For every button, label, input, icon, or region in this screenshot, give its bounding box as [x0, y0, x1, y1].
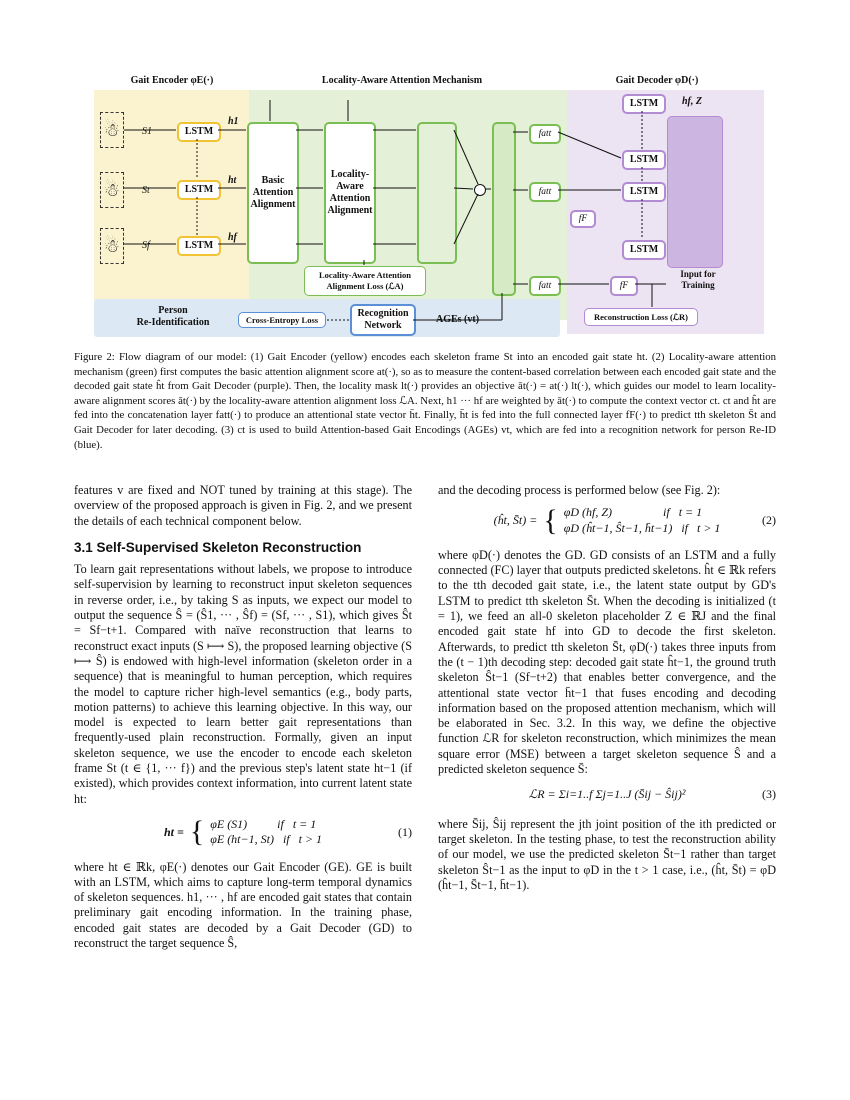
input-label-sf: Sf — [142, 240, 150, 251]
h-label-t: ht — [228, 175, 237, 186]
input-label-s1: S1 — [142, 126, 152, 137]
ff-box-f: fF — [610, 276, 638, 296]
eq1-lhs: ht = — [163, 824, 184, 839]
encoder-lstm-f: LSTM — [177, 236, 221, 256]
right-paragraph-1: and the decoding process is performed be… — [438, 483, 721, 497]
eq2-number: (2) — [762, 512, 776, 527]
cross-entropy-loss: Cross-Entropy Loss — [238, 312, 326, 328]
left-paragraph-3: where ht ∈ ℝk, φE(·) denotes our Gait En… — [74, 859, 412, 951]
input-for-training: Input for Training — [680, 269, 716, 290]
attention-alignment-loss: Locality-Aware Attention Alignment Loss … — [304, 266, 426, 296]
reid-panel — [94, 299, 560, 337]
right-paragraph-3: where S̄ij, Ŝij represent the jth joint … — [438, 816, 776, 892]
figure-2: Gait Encoder φE(·) Locality-Aware Attent… — [92, 70, 764, 342]
decoder-lstm-t: LSTM — [622, 182, 666, 202]
weighted-sum-node — [474, 184, 486, 196]
h-label-1: h1 — [228, 116, 239, 127]
skeleton-frame-t: ☃ — [100, 172, 124, 208]
locality-aware-attention-alignment: Locality- Aware Attention Alignment — [324, 122, 376, 264]
section-heading-3-1: 3.1 Self-Supervised Skeleton Reconstruct… — [74, 539, 362, 555]
decoder-top-input: hf, Z — [682, 96, 702, 107]
encoder-panel — [94, 90, 249, 320]
attention-title: Locality-Aware Attention Mechanism — [321, 75, 483, 86]
target-skeleton-column — [667, 116, 723, 268]
person-reid-label: Person Re-Identification — [136, 305, 210, 328]
eq2-row1: φD (hf, Z) if t = 1 — [563, 505, 703, 520]
left-paragraph-2: To learn gait representations without la… — [74, 562, 412, 806]
encoder-lstm-t: LSTM — [177, 180, 221, 200]
reconstruction-loss: Reconstruction Loss (ℒR) — [584, 308, 698, 326]
decoder-lstm-1: LSTM — [622, 150, 666, 170]
equation-3: ℒR = Σi=1..f Σj=1..J (S̄ij − Ŝij)² (3) — [438, 787, 776, 802]
fatt-box-t: fatt — [529, 182, 561, 202]
eq3-number: (3) — [762, 787, 776, 802]
decoder-lstm-top: LSTM — [622, 94, 666, 114]
right-paragraph-2: where φD(·) denotes the GD. GD consists … — [438, 547, 776, 777]
equation-1: ht = { φE (S1) if t = 1 φE (ht−1, St) if… — [163, 815, 412, 849]
equation-2: (ĥt, S̄t) = { φD (hf, Z) if t = 1 φD (ĥt… — [493, 503, 776, 537]
skeleton-frame-f: ☃ — [100, 228, 124, 264]
eq2-row2: φD (ĥt−1, Ŝt−1, h̄t−1) if t > 1 — [563, 520, 721, 535]
skeleton-frame-1: ☃ — [100, 112, 124, 148]
figure-connectors — [124, 100, 666, 321]
h-label-f: hf — [228, 232, 237, 243]
decoder-lstm-f: LSTM — [622, 240, 666, 260]
input-label-st: St — [142, 185, 150, 196]
fatt-box-f: fatt — [529, 276, 561, 296]
attention-score-column — [417, 122, 457, 264]
figure-caption: Figure 2: Flow diagram of our model: (1)… — [74, 351, 776, 451]
decoder-title: Gait Decoder φD(·) — [615, 75, 699, 86]
decoder-panel — [567, 90, 764, 334]
context-vector-column — [492, 122, 516, 296]
eq1-number: (1) — [398, 824, 412, 839]
fatt-box-1: fatt — [529, 124, 561, 144]
ff-box-t: fF — [570, 210, 596, 228]
eq1-row1: φE (S1) if t = 1 — [210, 816, 317, 831]
basic-attention-alignment: Basic Attention Alignment — [247, 122, 299, 264]
eq3-body: ℒR = Σi=1..f Σj=1..J (S̄ij − Ŝij)² — [528, 787, 686, 802]
eq2-lhs: (ĥt, S̄t) = — [493, 512, 538, 527]
left-paragraph-1: features v are fixed and NOT tuned by tr… — [74, 483, 412, 528]
encoder-title: Gait Encoder φE(·) — [130, 75, 214, 86]
right-column: and the decoding process is performed be… — [438, 483, 776, 903]
encoder-lstm-1: LSTM — [177, 122, 221, 142]
left-column: features v are fixed and NOT tuned by tr… — [74, 483, 412, 961]
eq1-row2: φE (ht−1, St) if t > 1 — [210, 832, 323, 847]
recognition-network: Recognition Network — [350, 304, 416, 336]
